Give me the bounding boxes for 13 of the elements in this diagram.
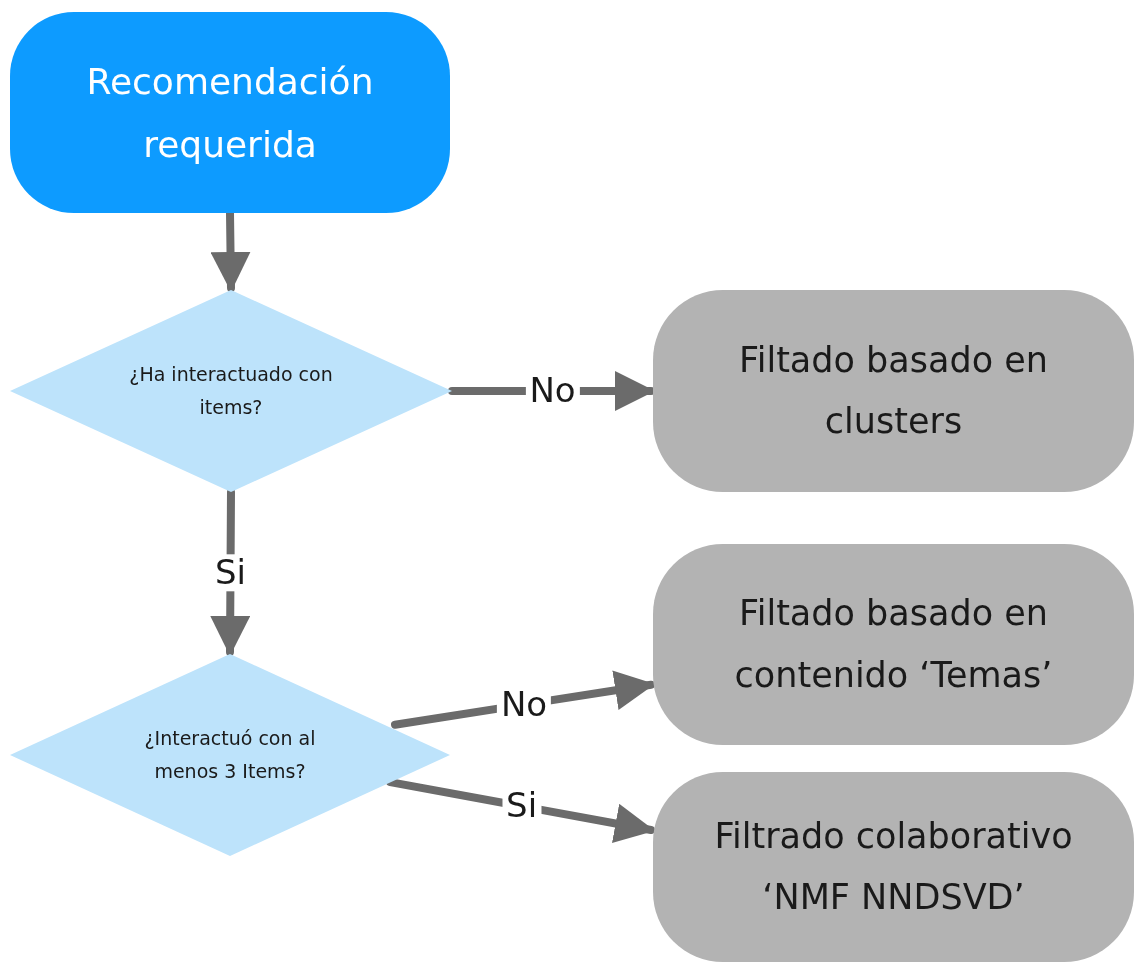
node-text: ¿Interactuó con al menos 3 Items? <box>143 725 317 784</box>
node-text: Filtado basado en clusters <box>738 338 1049 443</box>
node-text: Filtado basado en contenido ‘Temas’ <box>733 592 1054 697</box>
arrow <box>386 778 655 844</box>
node-text: Recomendación requerida <box>85 59 375 167</box>
process-box <box>653 544 1134 745</box>
decision-diamond <box>10 290 452 492</box>
node-text: ¿Ha interactuado con items? <box>128 361 334 420</box>
process-box <box>653 772 1134 962</box>
node-text: Filtrado colaborativo ‘NMF NNDSVD’ <box>713 814 1074 919</box>
start-terminal <box>10 12 450 213</box>
process-box <box>653 290 1134 492</box>
decision-diamond <box>10 654 450 856</box>
